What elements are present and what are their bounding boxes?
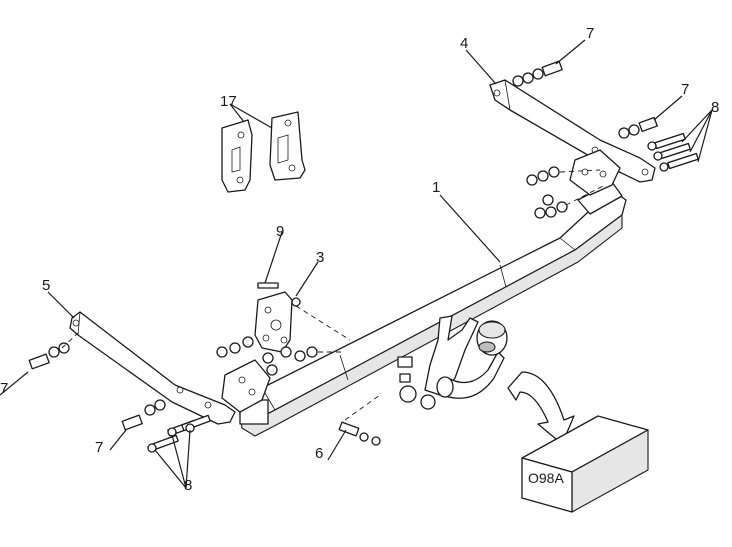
callout-7-right: 7	[681, 81, 689, 98]
leader-lines	[0, 39, 713, 489]
side-plate-left	[69, 311, 271, 425]
callout-17: 17	[220, 93, 237, 110]
fastener-set-top-right	[512, 60, 699, 219]
callout-7-bottom: 7	[95, 439, 103, 456]
curved-arrow-icon	[507, 371, 575, 445]
callout-8-bottom: 8	[184, 477, 192, 494]
callout-8-right: 8	[711, 99, 719, 116]
fastener-set-middle	[216, 282, 351, 376]
callout-6: 6	[315, 445, 323, 462]
callout-3: 3	[316, 249, 324, 266]
side-plate-right	[489, 79, 656, 196]
callout-7-top: 7	[586, 25, 594, 42]
callout-9: 9	[276, 223, 284, 240]
callout-5: 5	[42, 277, 50, 294]
fastener-set-left	[28, 332, 211, 453]
callout-4: 4	[460, 35, 468, 52]
bracket-3	[254, 291, 293, 353]
tow-ball-assembly	[397, 315, 508, 410]
mounting-plates-17	[221, 111, 306, 193]
callout-7-left: 7	[0, 380, 8, 397]
bolt-8-bottom-set	[147, 414, 211, 453]
bolt-8-right-set	[647, 132, 699, 172]
product-box: O98A	[521, 415, 649, 513]
spring-bolt-6	[338, 394, 381, 446]
callout-1: 1	[432, 179, 440, 196]
product-code-label: O98A	[528, 470, 564, 486]
